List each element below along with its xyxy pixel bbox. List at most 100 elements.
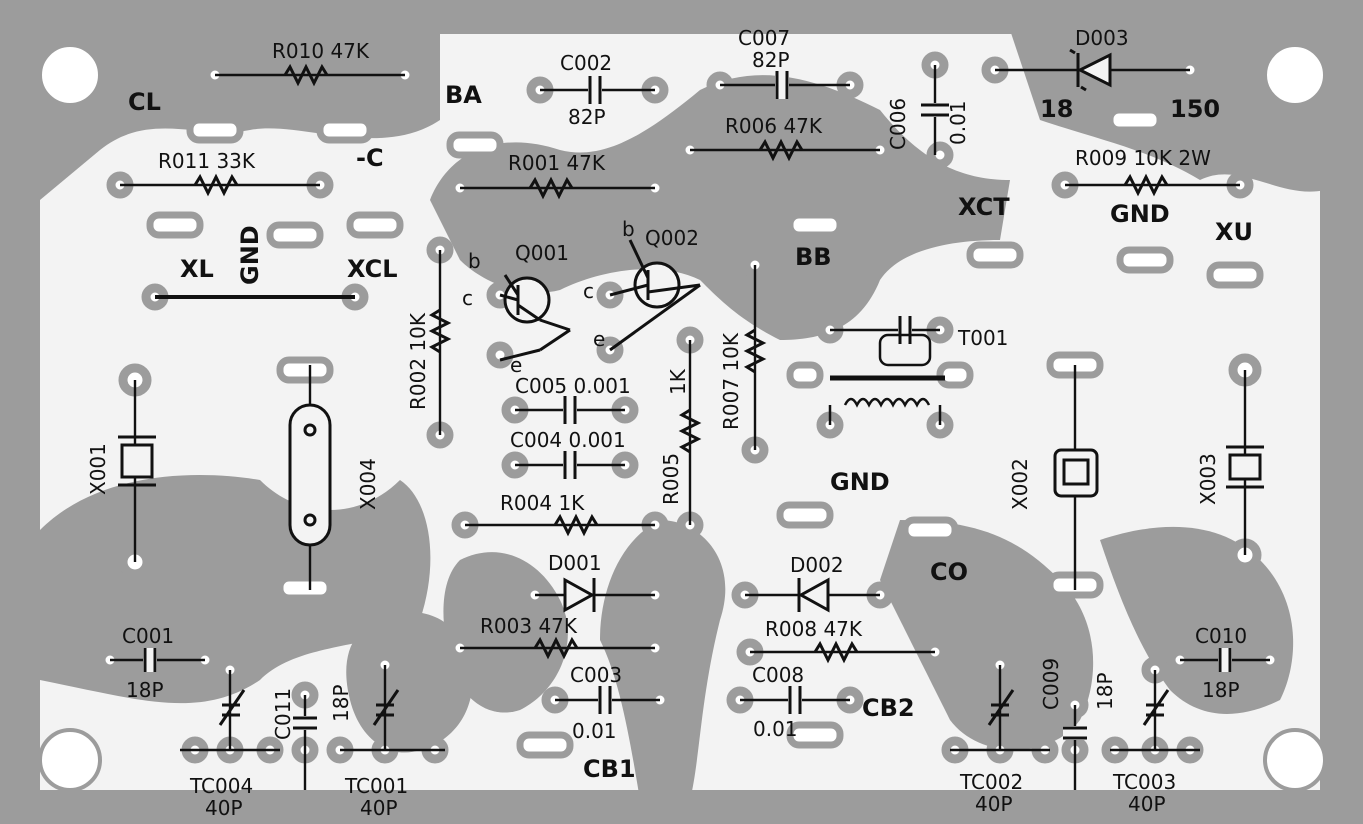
- pin-q002-e: e: [593, 327, 605, 351]
- pin-q001-e: e: [510, 353, 522, 377]
- pad-cl: CL: [128, 88, 161, 116]
- diode-d003: [1069, 48, 1112, 92]
- label-tc003: TC003: [1112, 770, 1176, 794]
- label-c008-value: 0.01: [753, 717, 798, 741]
- label-tc002-value: 40P: [975, 792, 1013, 816]
- trimmer-tc001: [372, 689, 400, 726]
- pin-q001-c: c: [462, 286, 473, 310]
- label-tc004-value: 40P: [205, 796, 243, 820]
- pad-150: 150: [1170, 95, 1220, 123]
- label-tc002: TC002: [959, 770, 1023, 794]
- trimmer-tc004: [218, 689, 246, 726]
- pad-gnd-mid: GND: [830, 468, 890, 496]
- resistor-r007: [743, 328, 767, 374]
- trimmer-tc003: [1142, 689, 1170, 726]
- resistor-r006: [758, 138, 804, 162]
- capacitor-c001: [143, 648, 157, 672]
- pad-xu: XU: [1215, 218, 1253, 246]
- label-c009-value: 18P: [1093, 672, 1117, 710]
- pad-xct: XCT: [958, 193, 1010, 221]
- pad-bb: BB: [795, 243, 832, 271]
- label-c001: C001: [122, 624, 174, 648]
- resistor-r003: [533, 636, 579, 660]
- transistor-q001: [499, 274, 571, 362]
- mounting-hole: [1263, 728, 1327, 792]
- diode-d002: [797, 577, 830, 613]
- pad-gnd-top: GND: [1110, 200, 1170, 228]
- transformer-t001: [828, 333, 942, 425]
- label-c003-value: 0.01: [572, 719, 617, 743]
- capacitor-c008: [788, 686, 802, 714]
- label-r005-value: 1K: [666, 368, 690, 395]
- pad-cb1: CB1: [583, 755, 636, 783]
- trimmer-bodies: [218, 689, 1170, 726]
- label-q001: Q001: [515, 241, 569, 265]
- crystal-x003: [1226, 445, 1264, 489]
- label-c005: C005 0.001: [515, 374, 631, 398]
- label-x004: X004: [356, 458, 380, 510]
- label-d002: D002: [790, 553, 844, 577]
- pin-q002-c: c: [583, 279, 594, 303]
- label-q002: Q002: [645, 226, 699, 250]
- crystal-x001: [118, 435, 156, 487]
- label-c006: C006: [886, 98, 910, 150]
- pin-q001-b: b: [468, 249, 481, 273]
- label-r003: R003 47K: [480, 614, 578, 638]
- resistor-r009: [1123, 173, 1169, 197]
- component-leads: [110, 65, 1270, 790]
- label-c006-value: 0.01: [946, 100, 970, 145]
- label-c011: C011: [271, 688, 295, 740]
- resistor-r008: [813, 640, 859, 664]
- pad-18: 18: [1040, 95, 1073, 123]
- crystal-bodies: [118, 403, 1264, 547]
- pad-ba: BA: [445, 81, 482, 109]
- label-c002-value: 82P: [568, 105, 606, 129]
- label-c001-value: 18P: [126, 678, 164, 702]
- mounting-hole: [38, 728, 102, 792]
- label-r002: R002 10K: [406, 312, 430, 410]
- capacitor-c010: [1218, 648, 1232, 672]
- pin-q002-b: b: [622, 217, 635, 241]
- resistor-r002: [428, 308, 452, 354]
- transistor-bodies: [499, 239, 701, 362]
- pad-minus-c: -C: [356, 144, 384, 172]
- label-c010-value: 18P: [1202, 678, 1240, 702]
- label-tc004: TC004: [189, 774, 253, 798]
- resistor-r011: [193, 173, 239, 197]
- label-c003: C003: [570, 663, 622, 687]
- capacitor-c011: [293, 716, 317, 730]
- label-c009: C009: [1039, 658, 1063, 710]
- mounting-hole: [38, 43, 102, 107]
- label-c007: C007: [738, 26, 790, 50]
- label-t001: T001: [957, 326, 1008, 350]
- pad-xl: XL: [180, 255, 214, 283]
- capacitor-bodies: [143, 71, 1232, 740]
- resistor-r010: [283, 63, 329, 87]
- capacitor-c005: [563, 396, 577, 424]
- capacitor-c007: [775, 71, 789, 99]
- label-x001: X001: [86, 443, 110, 495]
- resistor-r001: [528, 176, 574, 200]
- label-x002: X002: [1008, 458, 1032, 510]
- label-r010: R010 47K: [272, 39, 370, 63]
- pad-xcl: XCL: [347, 255, 398, 283]
- resistor-r004: [553, 513, 599, 537]
- label-c010: C010: [1195, 624, 1247, 648]
- label-c004: C004 0.001: [510, 428, 626, 452]
- label-d003: D003: [1075, 26, 1129, 50]
- label-r008: R008 47K: [765, 617, 863, 641]
- label-r006: R006 47K: [725, 114, 823, 138]
- pad-co: CO: [930, 558, 968, 586]
- label-c008: C008: [752, 663, 804, 687]
- capacitor-c003: [598, 686, 612, 714]
- label-r001: R001 47K: [508, 151, 606, 175]
- capacitor-c002: [588, 76, 602, 104]
- label-r004: R004 1K: [500, 491, 585, 515]
- label-r007: R007 10K: [719, 332, 743, 430]
- diode-d001: [563, 577, 596, 613]
- mounting-hole: [1263, 43, 1327, 107]
- pad-cb2: CB2: [862, 694, 915, 722]
- label-d001: D001: [548, 551, 602, 575]
